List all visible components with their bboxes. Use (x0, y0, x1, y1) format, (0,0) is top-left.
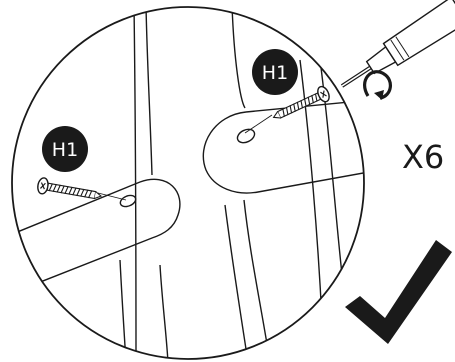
quantity-label: X6 (402, 138, 444, 176)
badge-label: H1 (52, 139, 78, 161)
checkmark-icon (345, 240, 452, 344)
part-badge-left: H1 (42, 126, 88, 172)
screwdriver-icon (340, 0, 455, 88)
part-badge-right: H1 (252, 49, 298, 95)
screw-icon (272, 85, 330, 119)
badge-label: H1 (262, 62, 288, 84)
screw-icon (37, 177, 103, 200)
rotation-arrow-icon (363, 70, 392, 100)
insertion-line-left (97, 192, 127, 201)
detail-circle (11, 6, 365, 360)
insertion-line-right (244, 114, 273, 134)
